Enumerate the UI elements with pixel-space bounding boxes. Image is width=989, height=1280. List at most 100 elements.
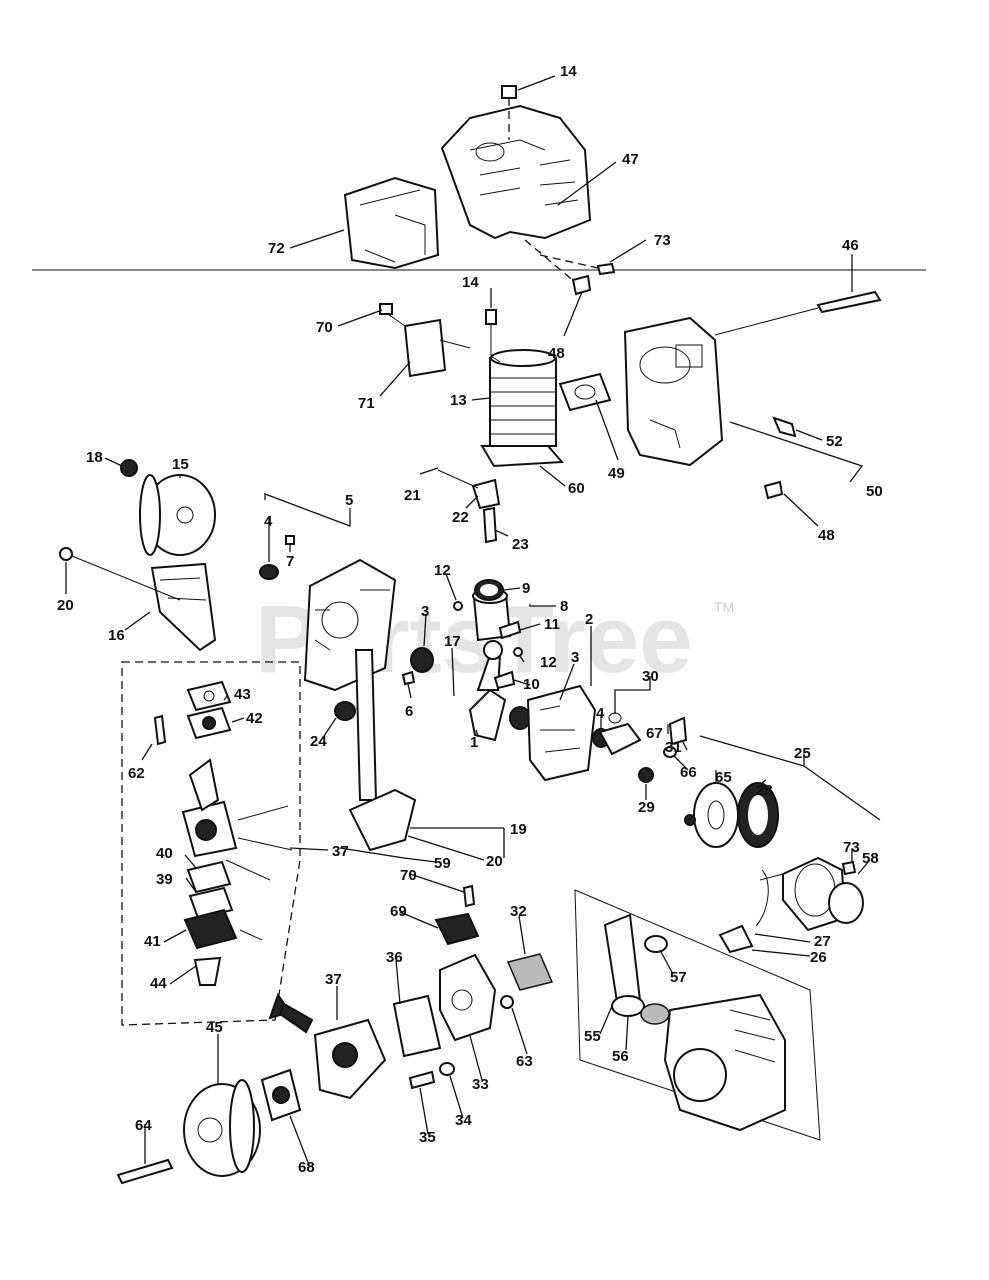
part-gasket-42 (186, 706, 232, 740)
part-seal (259, 564, 279, 580)
callout-50: 50 (866, 483, 883, 500)
part-spring-clip (453, 601, 463, 611)
callout-56: 56 (612, 1048, 629, 1065)
callout-63: 63 (516, 1053, 533, 1070)
part-flywheel (139, 474, 216, 556)
callout-52: 52 (826, 433, 843, 450)
part-flywheel-nut (120, 459, 138, 477)
callout-12-top: 12 (434, 562, 451, 579)
part-starter-pulley (693, 782, 739, 848)
callout-34: 34 (455, 1112, 472, 1129)
callout-24: 24 (310, 733, 327, 750)
part-muffler-gasket (558, 372, 612, 412)
part-shroud-screw-side (524, 239, 592, 296)
callout-65: 65 (715, 769, 732, 786)
part-shoe-bolt (663, 746, 677, 758)
part-cylinder-gasket (480, 445, 565, 468)
part-clamp-56 (611, 995, 670, 1025)
part-crankcase (303, 558, 397, 692)
part-intake-adapter (439, 953, 497, 1042)
part-carb-body (181, 758, 238, 858)
part-washer-34 (439, 1062, 455, 1076)
callout-69: 69 (390, 903, 407, 920)
part-carb-screws (225, 805, 293, 941)
callout-15: 15 (172, 456, 189, 473)
part-bearing-right (509, 706, 531, 730)
part-carburetor (313, 1018, 387, 1100)
part-cylinder-shroud (440, 104, 592, 240)
callout-29: 29 (638, 799, 655, 816)
callout-73-bottom: 73 (843, 839, 860, 856)
callout-41: 41 (144, 933, 161, 950)
callout-58: 58 (862, 850, 879, 867)
callout-4-right: 4 (596, 705, 605, 722)
callout-44: 44 (150, 975, 167, 992)
callout-18: 18 (86, 449, 103, 466)
callout-30: 30 (642, 668, 659, 685)
callout-48-top: 48 (548, 345, 565, 362)
callout-9: 9 (522, 580, 530, 597)
engine-assembly-border (574, 889, 821, 1141)
callout-28: 28 (756, 782, 773, 799)
part-muffler-screw (763, 480, 784, 500)
part-screw-70 (462, 884, 476, 908)
callout-49: 49 (608, 465, 625, 482)
callout-73-top: 73 (654, 232, 671, 249)
part-diaphragm-43 (186, 680, 232, 712)
callout-6: 6 (405, 703, 413, 720)
part-clamp-57 (644, 935, 668, 953)
callout-42: 42 (246, 710, 263, 727)
callout-17: 17 (444, 633, 461, 650)
part-shroud-screw-top (501, 85, 517, 140)
callout-14-mid: 14 (462, 274, 479, 291)
callout-48-mid: 48 (818, 527, 835, 544)
callout-36: 36 (386, 949, 403, 966)
part-pin-6 (401, 670, 416, 686)
callout-2: 2 (585, 611, 593, 628)
callout-32: 32 (510, 903, 527, 920)
part-gasket-40 (186, 860, 232, 894)
callout-26: 26 (810, 949, 827, 966)
callout-55: 55 (584, 1028, 601, 1045)
part-wrist-pin (498, 620, 522, 640)
callout-60: 60 (568, 480, 585, 497)
part-washer-29 (638, 767, 654, 783)
callout-66: 66 (680, 764, 697, 781)
callout-67: 67 (646, 725, 663, 742)
part-bracket-screw (379, 303, 393, 315)
part-carb-gasket-36 (392, 994, 442, 1058)
part-spark-plug-boot (437, 469, 501, 510)
callout-4-left: 4 (264, 513, 273, 530)
callout-31: 31 (665, 739, 682, 756)
callout-labels: 14 47 72 73 46 14 70 48 71 13 49 52 50 6… (57, 63, 883, 1176)
part-cover-41 (183, 908, 238, 950)
callout-71: 71 (358, 395, 375, 412)
callout-72: 72 (268, 240, 285, 257)
callout-5: 5 (345, 492, 353, 509)
part-bearing-left (410, 647, 434, 673)
callout-3-left: 3 (421, 603, 429, 620)
part-crankcase-half (526, 684, 597, 782)
part-retainer-clip (513, 647, 523, 657)
part-starter-handle (718, 869, 769, 954)
callout-13: 13 (450, 392, 467, 409)
callout-62: 62 (128, 765, 145, 782)
part-starter-screw (841, 860, 857, 876)
callout-3-right: 3 (571, 649, 579, 666)
callout-27: 27 (814, 933, 831, 950)
part-bracket-69 (434, 912, 480, 946)
callout-12-mid: 12 (540, 654, 557, 671)
callout-8: 8 (560, 598, 568, 615)
callout-46: 46 (842, 237, 859, 254)
callout-39: 39 (156, 871, 173, 888)
callout-7: 7 (286, 553, 294, 570)
callout-59: 59 (434, 855, 451, 872)
callout-43: 43 (234, 686, 251, 703)
callout-11: 11 (544, 616, 560, 633)
callout-10: 10 (523, 676, 540, 693)
callout-19: 19 (510, 821, 527, 838)
part-starter-spring (684, 782, 779, 848)
part-muffler (623, 316, 724, 467)
carburetor-pointer-shaft (278, 1002, 314, 1034)
